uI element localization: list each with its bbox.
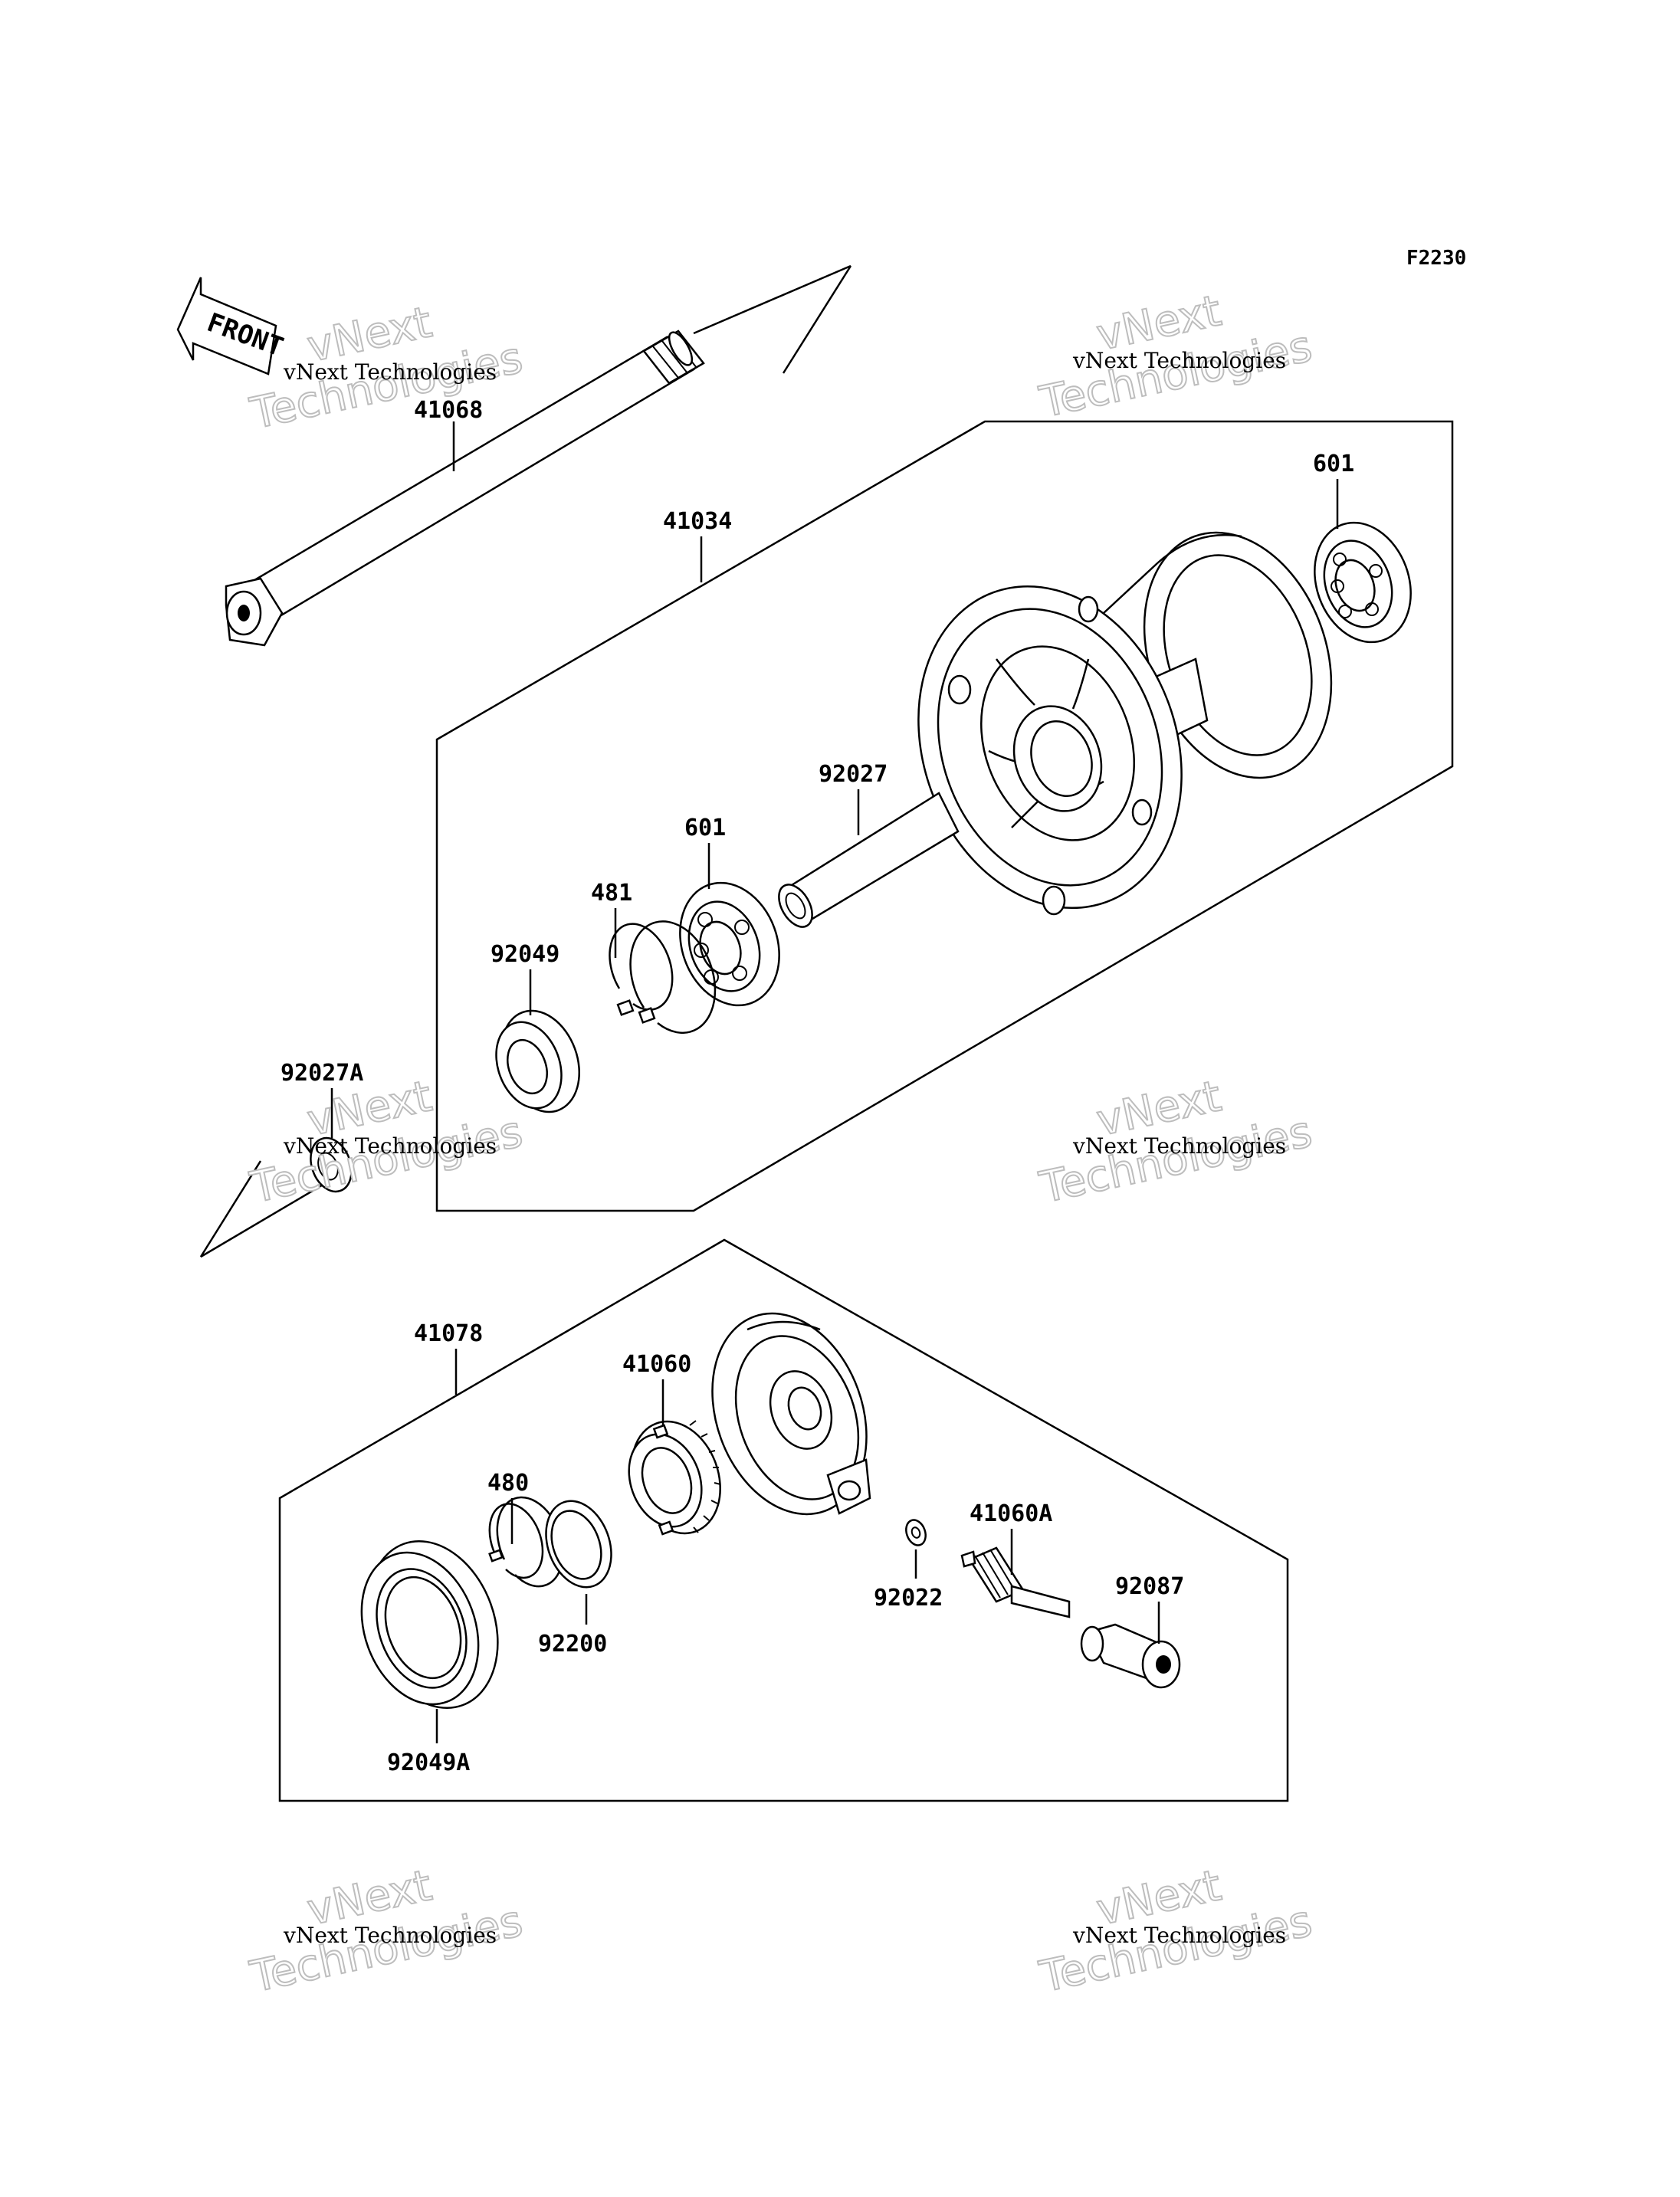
- svg-text:vNext Technologies: vNext Technologies: [283, 359, 497, 385]
- watermark-5: vNext Technologies vNext Technologies: [245, 1860, 527, 2003]
- oil-seal-drawing: [495, 1009, 580, 1113]
- axle-drawing: [225, 264, 852, 647]
- label-92022: 92022: [874, 1585, 943, 1612]
- label-41068: 41068: [414, 397, 483, 424]
- side-collar-drawing: [199, 1136, 353, 1258]
- hub-collar-drawing: [778, 792, 960, 928]
- svg-text:vNext Technologies: vNext Technologies: [283, 1923, 497, 1948]
- label-92087: 92087: [1115, 1573, 1184, 1600]
- label-92049: 92049: [491, 941, 559, 968]
- label-92027A: 92027A: [281, 1060, 363, 1087]
- gear-housing-frame: [278, 1238, 1289, 1802]
- label-41060A: 41060A: [970, 1500, 1052, 1527]
- large-oil-seal-drawing: [360, 1540, 499, 1709]
- small-washer-drawing: [905, 1519, 927, 1546]
- front-arrow-icon: FRONT: [176, 277, 287, 375]
- bearing-left-drawing: [679, 881, 780, 1007]
- wheel-hub-drawing: [917, 531, 1333, 916]
- label-41034: 41034: [663, 508, 732, 535]
- svg-text:vNext Technologies: vNext Technologies: [1072, 348, 1286, 373]
- watermark-2: vNext Technologies vNext Technologies: [1035, 285, 1317, 428]
- drive-gear-drawing: [628, 1420, 721, 1536]
- pinion-drawing: [960, 1546, 1071, 1618]
- label-601-left: 601: [684, 815, 726, 841]
- label-481: 481: [591, 880, 632, 907]
- watermark-6: vNext Technologies vNext Technologies: [1035, 1860, 1317, 2003]
- inner-washer-drawing: [545, 1500, 612, 1589]
- svg-text:vNext Technologies: vNext Technologies: [1072, 1923, 1286, 1948]
- label-601-right: 601: [1313, 451, 1354, 477]
- svg-text:vNext Technologies: vNext Technologies: [1072, 1133, 1286, 1159]
- watermark-3: vNext Technologies vNext Technologies: [245, 1071, 527, 1214]
- svg-text:vNext Technologies: vNext Technologies: [283, 1133, 497, 1159]
- figure-id: F2230: [1406, 247, 1466, 270]
- watermark-4: vNext Technologies vNext Technologies: [1035, 1071, 1317, 1214]
- label-41078: 41078: [414, 1320, 483, 1347]
- label-92027: 92027: [819, 761, 888, 788]
- gear-housing-drawing: [711, 1312, 871, 1516]
- label-480: 480: [487, 1470, 529, 1497]
- bearing-right-drawing: [1314, 521, 1412, 644]
- label-92200: 92200: [538, 1631, 607, 1658]
- bushing-drawing: [1080, 1623, 1181, 1689]
- circlip-drawing: [609, 920, 717, 1035]
- hub-assembly-frame: [435, 420, 1454, 1212]
- label-41060: 41060: [622, 1351, 691, 1378]
- label-92049A: 92049A: [387, 1749, 470, 1776]
